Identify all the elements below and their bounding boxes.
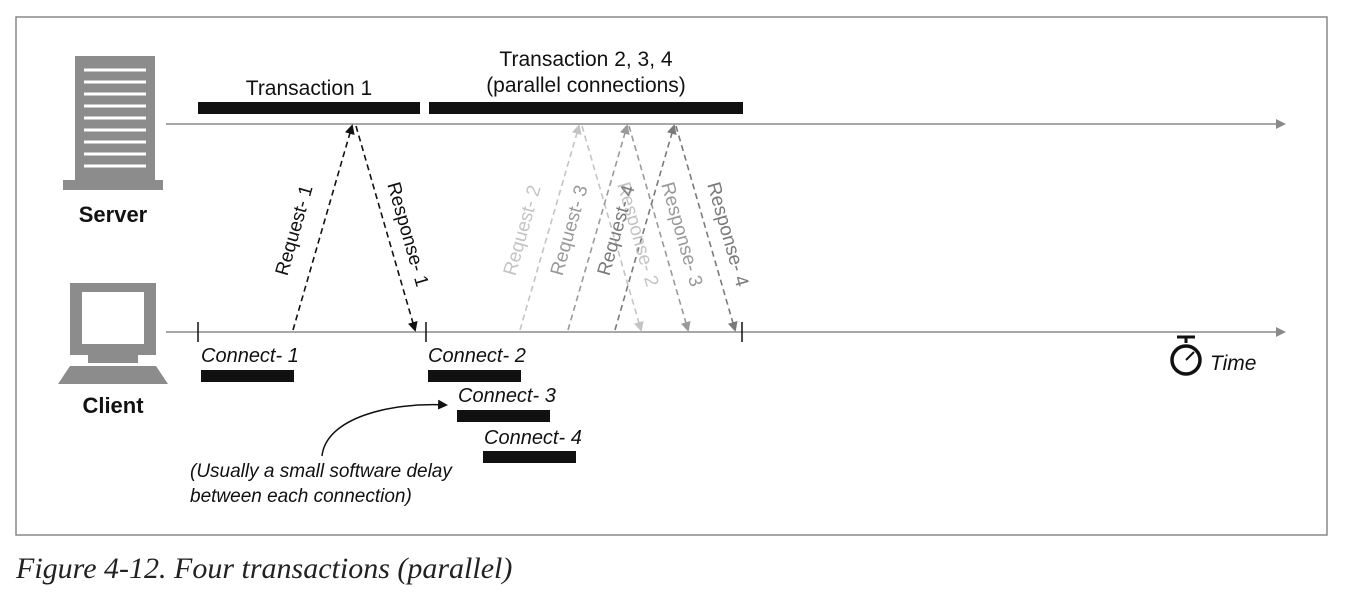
stopwatch-icon [1170,335,1202,376]
response-4-arrow [675,125,738,332]
server-icon [63,56,163,190]
response-1-arrow [355,125,418,332]
request-2-label: Request- 2 [500,183,546,278]
client-monitor-icon [58,283,168,384]
connect-4-bar [483,451,576,463]
connect-2-label: Connect- 2 [428,345,526,367]
connect-2-bar [428,370,521,382]
connect-3-label: Connect- 3 [458,385,556,407]
connect-4-label: Connect- 4 [484,427,582,449]
time-label: Time [1210,352,1256,375]
server-label: Server [79,202,148,227]
diagram-frame [15,16,1328,536]
figure-caption: Figure 4-12. Four transactions (parallel… [16,552,513,585]
request-2-arrow [519,124,582,331]
transaction-2-3-4-bar [429,102,743,114]
transaction-1-label: Transaction 1 [246,77,372,100]
connect-1-label: Connect- 1 [201,345,299,367]
response-1-label: Response- 1 [382,180,432,289]
client-label: Client [82,393,144,418]
response-2-arrow [581,125,644,332]
response-3-label: Response- 3 [656,180,706,289]
response-4-label: Response- 4 [702,180,752,290]
parallel-connections-label: (parallel connections) [486,74,686,97]
annotation-pointer-arrow [321,399,448,457]
request-3-arrow [567,124,630,331]
transaction-1-bar [198,102,420,114]
request-1-arrow [292,124,355,331]
connect-1-bar [201,370,294,382]
request-3-label: Request- 3 [547,183,593,278]
connect-3-bar [457,410,550,422]
response-3-arrow [628,125,691,332]
annotation-line-1: (Usually a small software delay [190,461,453,482]
transaction-2-3-4-label: Transaction 2, 3, 4 [499,48,672,71]
annotation-line-2: between each connection) [190,486,412,507]
request-4-arrow [614,124,677,331]
request-1-label: Request- 1 [272,183,318,278]
